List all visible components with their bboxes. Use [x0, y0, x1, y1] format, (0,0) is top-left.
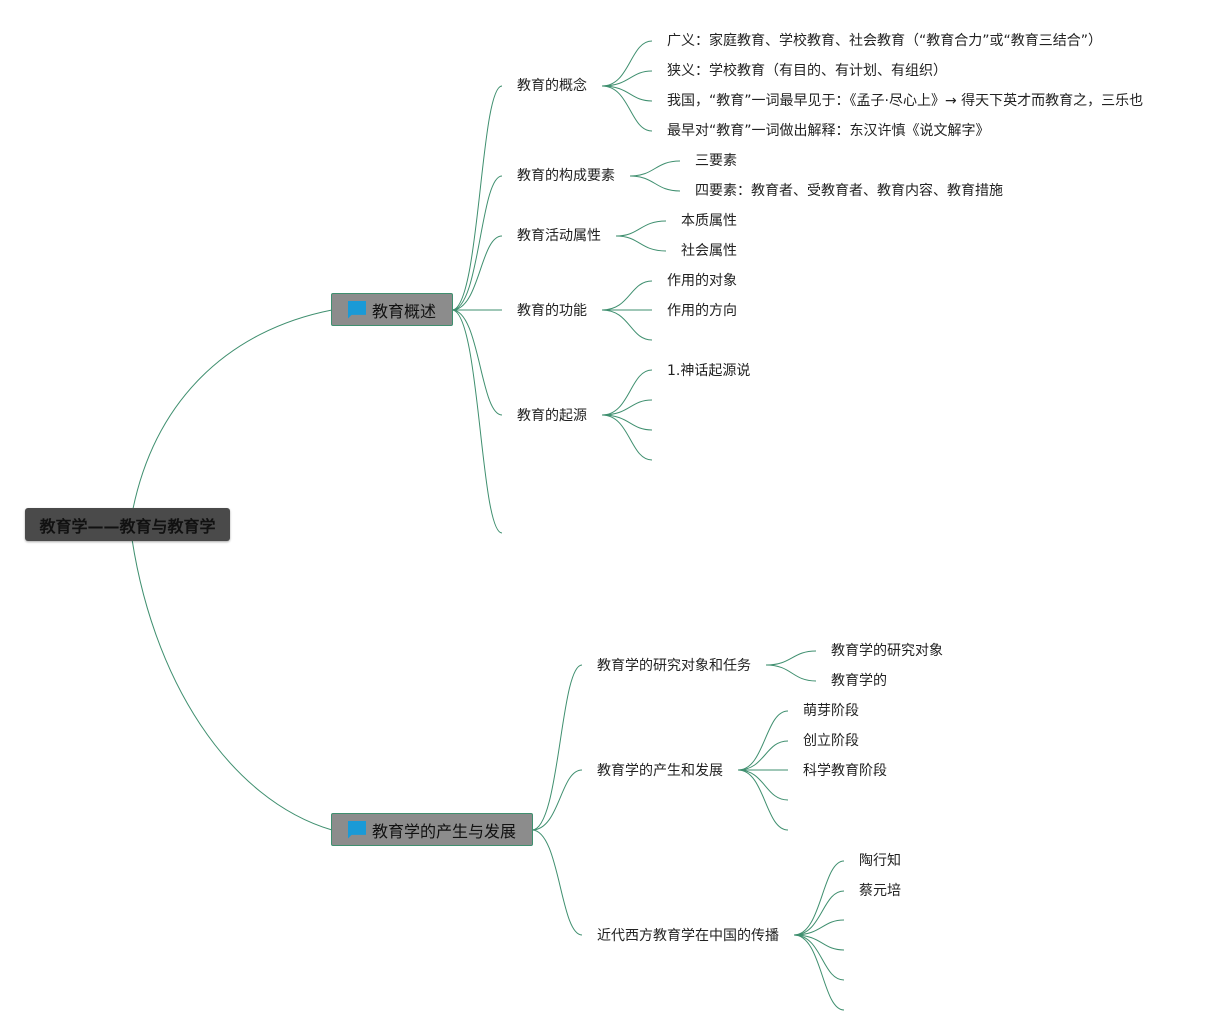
topic-research[interactable]: 教育学的研究对象和任务 — [597, 658, 751, 674]
branch-education-overview[interactable]: 教育概述 — [331, 293, 453, 326]
concept-item[interactable]: 狭义：学校教育（有目的、有计划、有组织） — [667, 63, 947, 79]
topic-functions[interactable]: 教育的功能 — [517, 303, 587, 319]
functions-item[interactable]: 作用的对象 — [667, 273, 737, 289]
spread-item[interactable]: 蔡元培 — [859, 883, 901, 899]
flag-icon — [348, 300, 366, 319]
development-item[interactable]: 科学教育阶段 — [803, 763, 887, 779]
research-item[interactable]: 教育学的 — [831, 673, 887, 689]
topic-attributes[interactable]: 教育活动属性 — [517, 228, 601, 244]
root-node[interactable]: 教育学——教育与教育学 — [25, 508, 230, 541]
concept-item[interactable]: 最早对“教育”一词做出解释：东汉许慎《说文解字》 — [667, 123, 990, 139]
topic-development[interactable]: 教育学的产生和发展 — [597, 763, 723, 779]
flag-icon — [348, 820, 366, 839]
concept-item[interactable]: 我国，“教育”一词最早见于：《孟子·尽心上》→ 得天下英才而教育之，三乐也 — [667, 93, 1144, 109]
attributes-item[interactable]: 社会属性 — [681, 243, 737, 259]
branch-pedagogy-development[interactable]: 教育学的产生与发展 — [331, 813, 533, 846]
elements-item[interactable]: 四要素：教育者、受教育者、教育内容、教育措施 — [695, 183, 1003, 199]
topic-elements[interactable]: 教育的构成要素 — [517, 168, 615, 184]
branch-label: 教育学的产生与发展 — [372, 821, 517, 841]
origin-item[interactable]: 1.神话起源说 — [667, 363, 751, 379]
development-item[interactable]: 萌芽阶段 — [803, 703, 859, 719]
root-label: 教育学——教育与教育学 — [39, 516, 216, 536]
concept-item[interactable]: 广义：家庭教育、学校教育、社会教育（“教育合力”或“教育三结合”） — [667, 33, 1103, 49]
attributes-item[interactable]: 本质属性 — [681, 213, 737, 229]
spread-item[interactable]: 陶行知 — [859, 853, 901, 869]
elements-item[interactable]: 三要素 — [695, 153, 737, 169]
branch-label: 教育概述 — [372, 301, 437, 321]
research-item[interactable]: 教育学的研究对象 — [831, 643, 943, 659]
development-item[interactable]: 创立阶段 — [803, 733, 859, 749]
functions-item[interactable]: 作用的方向 — [667, 303, 737, 319]
topic-concept[interactable]: 教育的概念 — [517, 78, 587, 94]
topic-spread[interactable]: 近代西方教育学在中国的传播 — [597, 928, 779, 944]
topic-origin[interactable]: 教育的起源 — [517, 408, 587, 424]
